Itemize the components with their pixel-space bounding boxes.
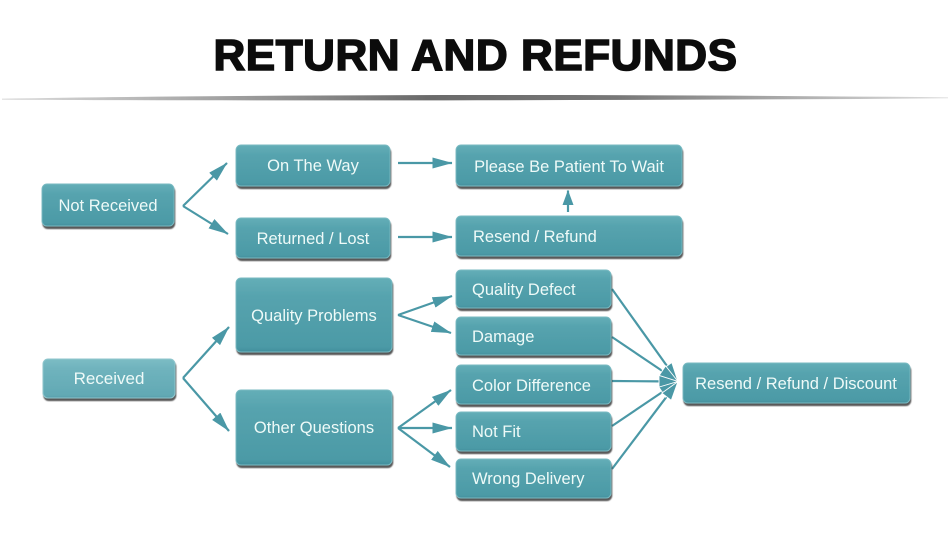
svg-text:Not Fit: Not Fit xyxy=(472,423,521,441)
svg-text:Quality Problems: Quality Problems xyxy=(251,307,377,325)
svg-text:Resend / Refund: Resend / Refund xyxy=(473,228,597,246)
svg-text:RETURN AND REFUNDS: RETURN AND REFUNDS xyxy=(213,31,737,80)
svg-text:Damage: Damage xyxy=(472,328,534,346)
svg-text:Other Questions: Other Questions xyxy=(254,419,374,437)
svg-text:Not Received: Not Received xyxy=(58,197,157,215)
svg-text:Returned / Lost: Returned / Lost xyxy=(257,230,370,248)
svg-text:Wrong Delivery: Wrong Delivery xyxy=(472,470,585,488)
svg-text:Quality Defect: Quality Defect xyxy=(472,281,576,299)
svg-text:Please Be Patient To Wait: Please Be Patient To Wait xyxy=(474,158,664,176)
svg-text:Received: Received xyxy=(74,369,145,388)
svg-text:On The Way: On The Way xyxy=(267,157,359,175)
svg-text:Color Difference: Color Difference xyxy=(472,377,591,395)
svg-text:Resend / Refund / Discount: Resend / Refund / Discount xyxy=(695,375,897,393)
